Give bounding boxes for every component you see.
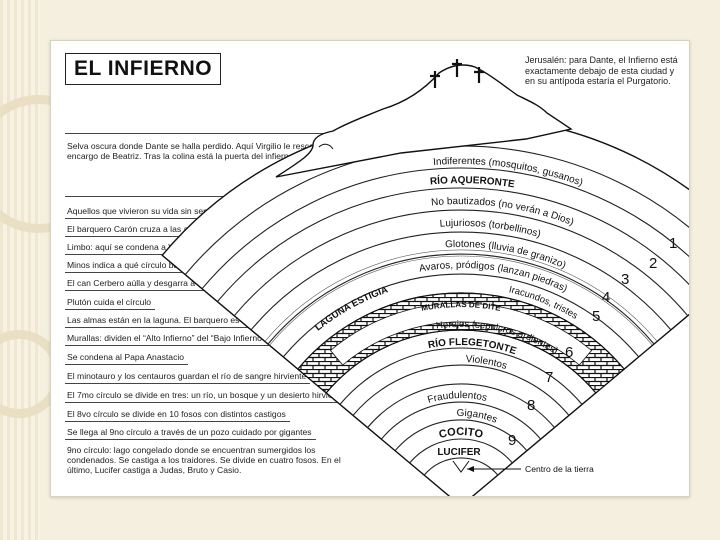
- separator-line: [65, 196, 328, 197]
- left-label: El can Cerbero aúlla y desgarra a los gl…: [64, 278, 248, 291]
- arrow-head-icon: [467, 466, 474, 472]
- brick-wall: [296, 292, 626, 394]
- circle-boundary: [380, 401, 542, 440]
- band-label-cocito: COCITO: [438, 426, 485, 441]
- circle-numbers: 12 345 678 9: [508, 235, 677, 449]
- circle-number: 5: [592, 308, 600, 325]
- circle-boundary: [409, 438, 513, 464]
- band-label-murallas: MURALLAS DE DITE: [421, 300, 503, 313]
- left-label: El barquero Carón cruza a las almas: [64, 224, 211, 237]
- circle-number: 2: [649, 255, 657, 272]
- lake-wave: [269, 255, 653, 346]
- circle-number: 4: [602, 289, 610, 306]
- left-label: Murallas: dividen el “Alto Infierno” del…: [65, 333, 269, 346]
- cone-tip: [452, 460, 470, 473]
- cross-icon: [452, 59, 462, 77]
- left-label: Aquellos que vivieron su vida sin sentid…: [65, 206, 226, 219]
- left-label: Minos indica a qué círculo bajará cada a…: [65, 260, 239, 273]
- circle-boundary: [216, 187, 689, 302]
- circle-boundary: [394, 419, 528, 452]
- circle-number: 3: [621, 271, 629, 288]
- circle-number: 6: [565, 344, 573, 361]
- circle-boundary: [352, 364, 570, 416]
- left-label: Se llega al 9no círculo a través de un p…: [65, 427, 316, 440]
- cross-icon: [430, 71, 440, 88]
- center-label: Centro de la tierra: [525, 464, 594, 474]
- circle-boundary: [250, 231, 672, 331]
- hill-tree: [318, 143, 334, 150]
- left-label: 9no círculo: lago congelado donde se enc…: [67, 445, 341, 475]
- inferno-diagram: Indiferentes (mosquitos, gusanos)RÍO AQU…: [161, 59, 689, 496]
- lake-wave: [264, 249, 658, 342]
- left-label: El 7mo círculo se divide en tres: un río…: [65, 390, 349, 403]
- diagram-card: EL INFIERNO Jerusalén: para Dante, el In…: [50, 40, 690, 497]
- jerusalem-note: Jerusalén: para Dante, el Infierno está …: [525, 55, 678, 87]
- page-title: EL INFIERNO: [65, 53, 222, 85]
- circle-boundary: [423, 457, 499, 476]
- wall-gate: [329, 302, 593, 366]
- circle-boundary: [282, 273, 640, 358]
- circle-number: 9: [508, 432, 516, 449]
- circle-boundary: [201, 167, 689, 290]
- circle-number: 7: [545, 369, 553, 386]
- left-label: El minotauro y los centauros guardan el …: [64, 371, 311, 384]
- circle-boundary: [367, 383, 555, 428]
- center-pointer: Centro de la tierra: [452, 460, 594, 474]
- circle-boundary: [233, 209, 689, 317]
- left-label: Las almas están en la laguna. El barquer…: [65, 315, 274, 328]
- circle-boundary: [339, 347, 583, 405]
- circle-number: 8: [527, 397, 535, 414]
- walls-of-dis: [296, 292, 626, 394]
- separator-line: [65, 133, 328, 134]
- left-label: Selva oscura donde Dante se halla perdid…: [67, 141, 336, 161]
- left-label: El 8vo círculo se divide en 10 fosos con…: [65, 409, 290, 422]
- lucifer-label: LUCIFER: [437, 447, 481, 458]
- circle-number: 1: [669, 235, 677, 252]
- circle-boundary: [267, 253, 655, 345]
- left-label: Se condena al Papa Anastacio: [64, 352, 189, 365]
- left-label: Limbo: aquí se condena a Virgilio: [65, 242, 198, 255]
- decorative-stripe: [0, 0, 40, 540]
- hill: [275, 64, 573, 178]
- left-label: Plutón cuida el círculo: [64, 297, 156, 310]
- cross-icon: [474, 67, 484, 83]
